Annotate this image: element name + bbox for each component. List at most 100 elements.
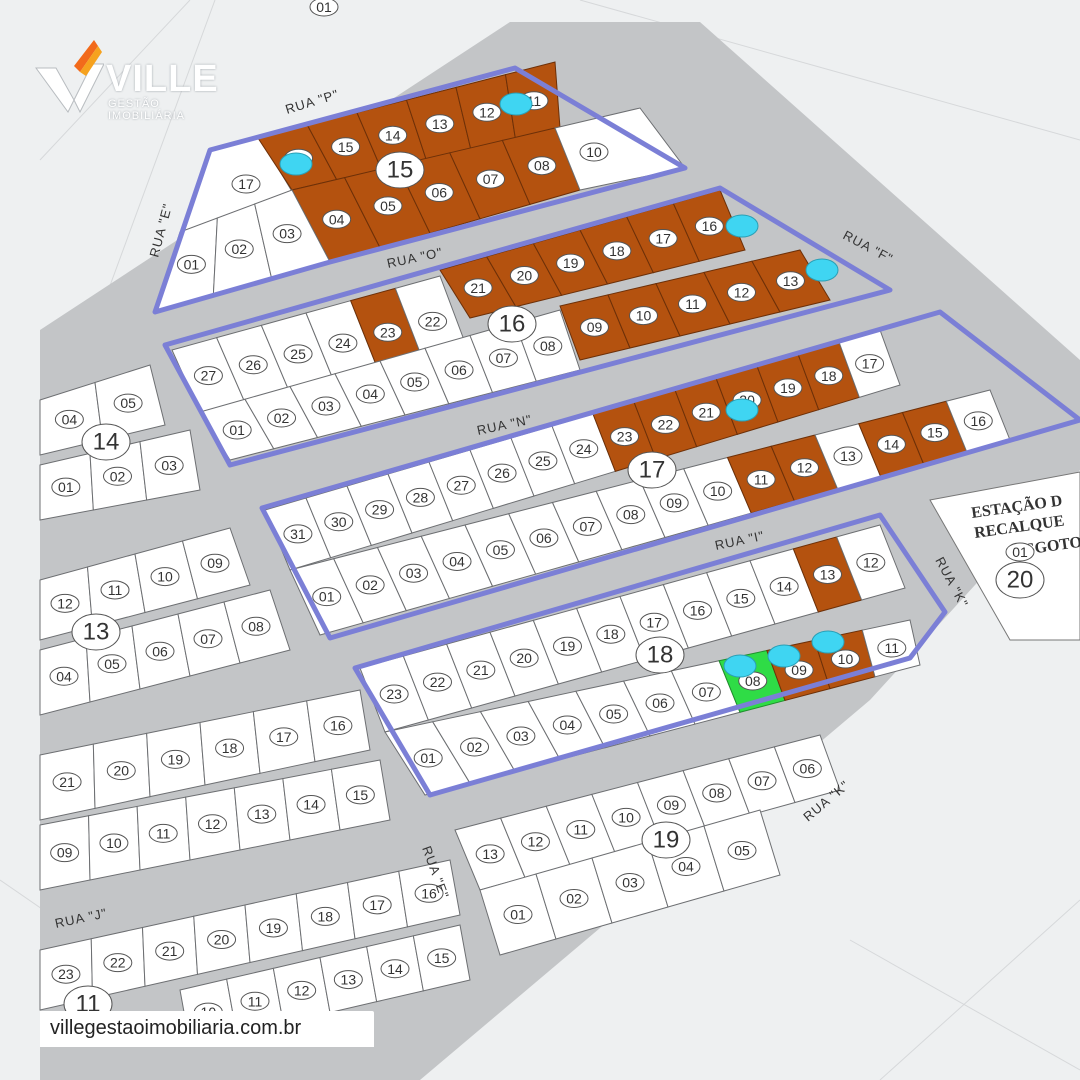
b18-top-lot-circle-22 [423,672,452,692]
b17-top-lot-circle-26 [487,463,517,483]
b18-border [352,512,948,798]
b16-top-lot-number-16: 16 [702,218,718,234]
b15-left-lot-number-03: 03 [279,226,295,242]
b16-lower-lot-number-04: 04 [363,386,379,402]
b18-bot-lot-circle-06 [645,693,675,713]
b11-top-lot-circle-19 [258,918,288,938]
b16-bot-lot-number-11: 11 [685,296,700,312]
b11-bot-lot-number-15: 15 [434,950,450,966]
b19-top-lot-circle-06 [792,759,822,779]
b18-top-lot-circle-18 [596,624,626,644]
b17-bot-lot-number-07: 07 [580,518,596,534]
b15-left-lot-number-01: 01 [184,256,200,272]
b18-block-number: 18 [647,642,674,669]
b15-bot-lot-circle-08 [527,156,557,176]
b16-left-lot-number-22: 22 [425,313,441,329]
b14-top-lot-number-05: 05 [120,395,136,411]
b15-bot-lot-number-07: 07 [483,171,499,187]
b18-bot-lot-number-09: 09 [791,662,807,678]
b15-border [152,65,688,315]
b11-bot-lot-circle-15 [427,948,457,968]
b19-top-lot-number-10: 10 [618,809,634,825]
b12-top-lot-circle-21 [52,772,82,792]
b17-bot-lot-number-13: 13 [840,448,856,464]
b17-top-lot-number-23: 23 [617,429,633,445]
b17-top-lot-circle-22 [650,414,680,434]
b17-top-lot-circle-29 [365,500,395,520]
b17-bot-lot-circle-15 [920,423,950,443]
station-lot-number: 01 [1012,544,1028,560]
b13-top-lot-number-10: 10 [157,569,173,585]
b16-lower-lot-number-02: 02 [274,410,290,426]
b19-block-number: 19 [653,827,680,854]
b18-bot-lot-circle-02 [460,737,490,757]
b19-top-lot-circle-09 [656,795,686,815]
b13-top-lot-number-12: 12 [57,595,73,611]
b16-left-lot-circle-23 [373,322,403,342]
b14-block-number: 14 [93,429,120,456]
b12-top-lot-number-16: 16 [330,718,346,734]
b14-bot-lot-circle-03 [154,455,184,475]
b15-left-lot-circle-02 [224,239,254,259]
b12-top-lot-number-21: 21 [59,774,75,790]
b19-block-number-circle [641,821,691,859]
logo-mark-icon [35,40,104,114]
b17-top-lot-number-26: 26 [494,465,510,481]
b12-bot-lot-circle-11 [148,823,178,843]
b16-top-lot-circle-21 [463,278,493,298]
b12-top-lot-circle-20 [106,761,136,781]
b17-top-lot-circle-30 [324,512,354,532]
b11-top-lot-number-23: 23 [58,966,74,982]
b18-bot-lot-number-02: 02 [467,739,483,755]
b17-top-lot-number-29: 29 [372,502,388,518]
b12-top-lot-number-20: 20 [113,763,129,779]
b11-bot-lot-circle-12 [287,980,317,1000]
b17-bot-lot-number-09: 09 [666,495,682,511]
b18-bot-lot-number-03: 03 [513,728,529,744]
b16-left-lot-circle-24 [328,333,358,353]
b18-top-lot-number-21: 21 [473,662,489,678]
b16-left-lot-circle-25 [283,344,313,364]
b17-bot-lot-circle-11 [746,469,776,489]
b13-bot-lot-number-04: 04 [56,668,72,684]
b18-bot-lot-number-01: 01 [420,750,436,766]
b18-top-lot-number-17: 17 [646,614,662,630]
b16-marker-2 [805,258,839,282]
b13-block-number: 13 [83,619,110,646]
b16-block-number: 16 [499,311,526,338]
b18-top-lot-circle-19 [553,636,582,656]
b17-top-lot-number-22: 22 [658,416,674,432]
b17-bot-lot-number-04: 04 [449,553,465,569]
b15-top-lot-circle-12 [472,102,502,122]
b16-lower-lot-circle-03 [311,396,341,416]
b19-top-lot-number-13: 13 [482,846,498,862]
b16-top-lot-circle-20 [509,266,539,285]
b18-bot-lot-circle-05 [599,704,629,724]
b18-top-lot-circle-13 [813,564,842,584]
b18-bot-lot-number-08: 08 [745,673,761,689]
b17-top-lot-circle-17 [855,354,885,374]
b16-block-number-circle [487,305,537,343]
b19-top-lot-number-11: 11 [574,822,589,838]
b15-top-lot-number-15: 15 [338,139,354,155]
b17-bot-lot-circle-14 [876,434,906,454]
b12-top-lot-number-19: 19 [168,751,184,767]
b12-bot-lot-circle-14 [296,794,326,814]
b18-bot-lot-circle-03 [506,726,536,746]
b18-bot-lot-number-07: 07 [699,684,715,700]
b17-bot-lot-circle-13 [833,446,863,466]
b16-lower-lot-circle-04 [355,384,385,404]
b16-top-lot-number-17: 17 [655,231,671,247]
b13-block-number-circle [71,613,121,651]
b11-top-lot-number-22: 22 [110,955,126,971]
b18-top-lot-number-20: 20 [516,650,532,666]
b11-bot-lot-number-14: 14 [387,961,403,977]
website-url[interactable]: villegestaoimobiliaria.com.br [50,1017,302,1039]
b12-bot-lot-number-13: 13 [254,806,270,822]
b17-bot-lot-number-05: 05 [493,542,509,558]
b16-bot-lot-number-12: 12 [734,284,750,300]
b11-bot-lot-number-11: 11 [248,993,263,1009]
b16-bot-lot-circle-10 [629,306,658,326]
b18-top-lot-number-18: 18 [603,626,619,642]
